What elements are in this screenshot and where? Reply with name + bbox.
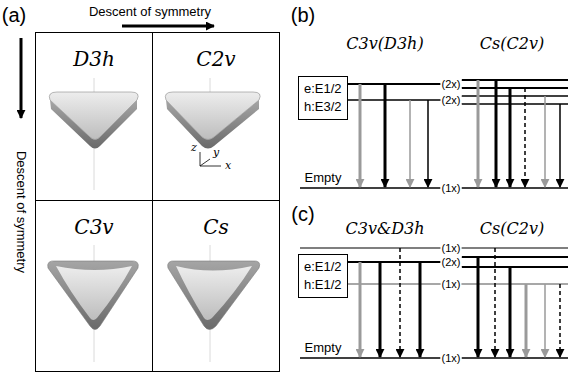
transition-arrow (379, 262, 382, 357)
axis-label: x (225, 160, 231, 172)
axis-x (200, 166, 221, 167)
point-group-label: Cs (203, 215, 229, 239)
transition-arrow (495, 80, 498, 187)
degeneracy-label: (1x) (441, 182, 462, 194)
symmetry-cell: Cs (152, 200, 280, 372)
state-label: e:E1/2 (304, 80, 342, 98)
point-group-label: C2v (196, 47, 235, 71)
transition-arrow (359, 262, 362, 357)
transition-arrow (544, 96, 546, 187)
axis-y (200, 159, 210, 166)
transition-arrow (525, 284, 528, 357)
dished-bowl (56, 266, 132, 320)
state-label: h:E3/2 (304, 98, 342, 116)
degeneracy-label: (2x) (441, 94, 462, 106)
symmetry-heading: C3v(D3h) (346, 35, 423, 53)
dished-wall (168, 261, 260, 330)
transition-arrow (477, 80, 480, 187)
transition-arrow (544, 284, 546, 357)
transition-arrow (509, 267, 512, 357)
state-box: e:E1/2h:E1/2 (298, 254, 348, 298)
energy-level (462, 187, 568, 189)
transition-arrow (384, 84, 387, 187)
state-label: e:E1/2 (304, 258, 342, 276)
transition-arrow (419, 262, 422, 357)
axis-label: y (213, 147, 219, 159)
transition-arrow (509, 88, 512, 187)
point-group-label: D3h (73, 47, 115, 71)
transition-arrow (559, 104, 561, 187)
symmetry-heading: Cs(C2v) (480, 220, 544, 238)
symmetry-heading: Cs(C2v) (480, 35, 544, 53)
panel-letter: (a) (2, 4, 26, 26)
panel-letter: (c) (291, 203, 314, 225)
transition-arrow (477, 257, 480, 357)
degeneracy-label: (1x) (441, 352, 462, 364)
annotation: Descent of symmetry (14, 151, 28, 273)
transition-arrow (559, 284, 561, 357)
annotation: Empty (305, 341, 342, 355)
state-box: e:E1/2h:E3/2 (298, 76, 348, 120)
degeneracy-label: (2x) (441, 256, 462, 268)
transition-arrow (494, 248, 496, 357)
degeneracy-label: (1x) (441, 242, 462, 254)
transition-arrow (409, 100, 411, 187)
axis-z (200, 152, 201, 166)
degeneracy-label: (1x) (441, 278, 462, 290)
descent-arrow (122, 25, 214, 28)
axis-label: z (191, 142, 197, 154)
energy-level (462, 247, 568, 248)
energy-level (300, 187, 440, 189)
symmetry-cell: C3v (35, 200, 153, 372)
prism-top (49, 92, 138, 140)
transition-arrow (359, 84, 362, 187)
point-group-label: C3v (74, 215, 113, 239)
prism-top (165, 92, 260, 140)
state-label: h:E1/2 (304, 276, 342, 294)
transition-arrow (399, 248, 401, 357)
energy-level (462, 357, 568, 359)
symmetry-heading: C3v&D3h (345, 220, 424, 238)
degeneracy-label: (2x) (441, 78, 462, 90)
symmetry-cell: D3h (35, 32, 153, 201)
dished-bowl (176, 266, 252, 320)
transition-arrow (524, 88, 526, 187)
descent-arrow (20, 38, 23, 118)
energy-level (300, 357, 440, 359)
symmetry-cell: C2v (152, 32, 280, 201)
transition-arrow (427, 100, 429, 187)
annotation: Empty (305, 171, 342, 185)
annotation: Descent of symmetry (89, 5, 211, 19)
panel-letter: (b) (291, 4, 315, 26)
energy-level (300, 247, 440, 248)
dished-wall (48, 261, 139, 330)
